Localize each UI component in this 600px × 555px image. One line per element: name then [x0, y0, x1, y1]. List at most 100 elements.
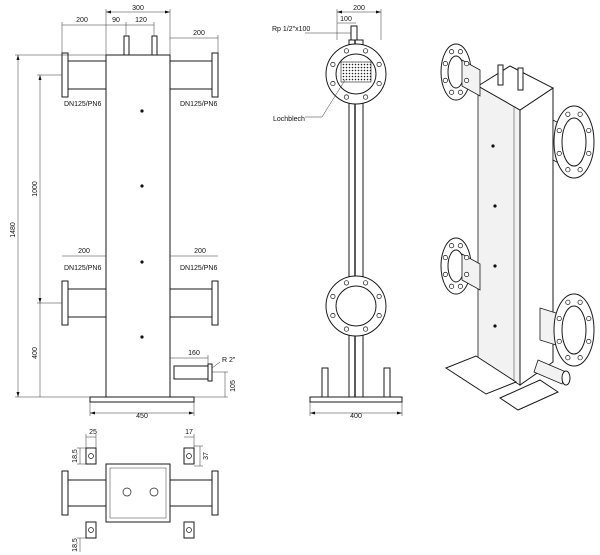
flange-bolt-hole — [376, 293, 382, 299]
top-socket-right — [151, 35, 158, 56]
top-flange-right — [211, 470, 219, 516]
flange-bolt-hole — [449, 283, 455, 289]
flange-bolt-hole — [556, 338, 562, 345]
dim-105: 105 — [230, 380, 237, 392]
hole — [140, 109, 144, 113]
flange-bolt-hole — [464, 77, 470, 83]
dim-300: 300 — [132, 5, 144, 12]
front-view: 300 200 90 120 200 1480 1000 400 200 200… — [10, 5, 237, 420]
top-nozzle-left — [67, 479, 107, 507]
flange-bolt-hole — [442, 61, 448, 67]
iso-nozzle-upper-left — [461, 59, 481, 97]
flange-bolt-hole — [449, 89, 455, 95]
iso-base-left — [444, 355, 518, 395]
flange-bolt-hole — [556, 150, 562, 157]
foot-hole — [88, 453, 94, 459]
top-dimension-lines — [77, 434, 203, 552]
nozzle-upper-right — [169, 60, 213, 90]
flange-bolt-hole — [376, 61, 382, 67]
top-socket-circle-right — [149, 487, 159, 497]
flange-bolt-hole — [577, 299, 583, 305]
flange-bolt-hole — [577, 355, 583, 361]
flange-bolt-hole — [586, 338, 592, 345]
top-flange-left — [61, 470, 69, 516]
side-dimension-lines — [305, 9, 403, 416]
foot-hole — [186, 453, 192, 459]
iso-column-front — [477, 85, 521, 386]
flange-bolt-hole — [330, 61, 336, 67]
flange-bolt-hole — [464, 61, 470, 67]
label-drain-r2: R 2" — [222, 357, 236, 364]
label-lochblech: Lochblech — [273, 116, 305, 123]
flange-bolt-hole — [565, 355, 571, 361]
flange-bolt-hole — [449, 243, 455, 249]
dim-400-side: 400 — [350, 413, 362, 420]
isometric-view — [440, 43, 595, 411]
flange-bolt-hole — [457, 283, 463, 289]
flange-bolt-hole — [565, 167, 571, 173]
iso-hole — [493, 204, 497, 208]
dim-200-side: 200 — [353, 5, 365, 12]
iso-flange-upper-right-bore — [561, 117, 587, 167]
foot-hole — [186, 527, 192, 533]
side-leg-left — [321, 367, 329, 398]
front-base-plate — [89, 396, 195, 403]
flange-lower-right — [211, 280, 219, 326]
top-socket-circle-left — [122, 487, 132, 497]
flange-upper-right — [211, 52, 219, 98]
label-flange-top-right: DN125/PN6 — [180, 101, 217, 108]
flange-bolt-hole — [556, 127, 562, 134]
dim-90: 90 — [112, 17, 120, 24]
iso-drain-end — [561, 370, 571, 386]
flange-bolt-hole — [363, 326, 369, 332]
front-dimension-arrows — [16, 10, 194, 415]
flange-bolt-hole — [343, 94, 349, 100]
flange-bolt-hole — [330, 81, 336, 87]
top-column — [105, 463, 171, 523]
dim-18-5-bottom: 18,5 — [72, 538, 79, 552]
flange-bolt-hole — [442, 271, 448, 277]
flange-bolt-hole — [376, 313, 382, 319]
iso-socket-right — [517, 67, 524, 91]
nozzle-upper-left — [67, 60, 107, 90]
dim-200-top-left: 200 — [76, 17, 88, 24]
side-leg-right — [383, 367, 391, 398]
top-view: 25 17 18,5 18,5 37 — [61, 429, 219, 552]
flange-bolt-hole — [449, 49, 455, 55]
drain-end — [207, 363, 213, 382]
flange-bolt-hole — [586, 150, 592, 157]
flange-bolt-hole — [330, 293, 336, 299]
flange-bolt-hole — [363, 280, 369, 286]
iso-nozzle-lower-left — [461, 253, 481, 291]
label-flange-bottom-left: DN125/PN6 — [64, 265, 101, 272]
flange-bolt-hole — [565, 299, 571, 305]
iso-drain — [533, 359, 567, 385]
flange-bolt-hole — [457, 243, 463, 249]
top-column-inner — [109, 467, 167, 519]
hole — [140, 335, 144, 339]
dim-17: 17 — [185, 429, 193, 436]
hole — [140, 260, 144, 264]
flange-bolt-hole — [577, 111, 583, 117]
iso-hole — [491, 144, 495, 148]
flange-bolt-hole — [376, 81, 382, 87]
dim-200-top-right: 200 — [193, 30, 205, 37]
flange-bolt-hole — [343, 280, 349, 286]
flange-bolt-hole — [330, 313, 336, 319]
flange-bolt-hole — [565, 111, 571, 117]
label-flange-top-left: DN125/PN6 — [64, 101, 101, 108]
dim-25: 25 — [89, 429, 97, 436]
flange-bolt-hole — [586, 315, 592, 322]
flange-bolt-hole — [457, 49, 463, 55]
hole — [140, 184, 144, 188]
front-column — [105, 54, 171, 398]
flange-bolt-hole — [457, 89, 463, 95]
flange-bolt-hole — [442, 77, 448, 83]
flange-bolt-hole — [586, 127, 592, 134]
dim-160: 160 — [188, 350, 200, 357]
dim-200-mid-left: 200 — [78, 248, 90, 255]
dim-1000: 1000 — [32, 181, 39, 197]
top-socket-left — [123, 35, 130, 56]
iso-base-right — [498, 379, 560, 411]
